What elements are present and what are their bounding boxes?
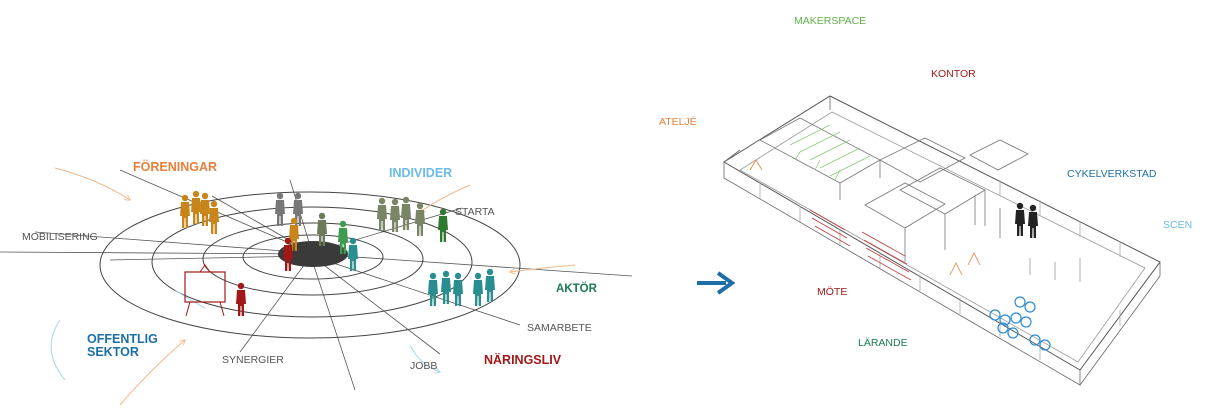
label-larande: LÄRANDE xyxy=(858,337,908,349)
aktor-people-icon xyxy=(428,268,495,306)
label-offentlig-sektor-line1: OFFENTLIG xyxy=(87,332,158,346)
starta-person-icon xyxy=(438,208,448,242)
label-atelje: ATELJÉ xyxy=(659,115,697,128)
label-starta: STARTA xyxy=(455,206,495,218)
right-labels: MAKERSPACE KONTOR ATELJÉ CYKELVERKSTAD S… xyxy=(659,15,1192,349)
label-makerspace: MAKERSPACE xyxy=(794,15,866,27)
label-scen: SCEN xyxy=(1163,219,1192,231)
label-samarbete: SAMARBETE xyxy=(527,322,592,334)
label-mote: MÖTE xyxy=(817,286,847,298)
label-aktor: AKTÖR xyxy=(556,282,598,295)
presenter-board-icon xyxy=(184,264,246,317)
concentric-rings xyxy=(99,191,521,339)
atelier-easels xyxy=(749,159,981,276)
stage-stands xyxy=(1029,258,1081,282)
left-network-diagram: FÖRENINGAR INDIVIDER AKTÖR OFFENTLIG SEK… xyxy=(0,159,633,406)
label-offentlig-sektor-line2: SEKTOR xyxy=(87,345,139,359)
interior-rooms xyxy=(759,117,1029,262)
label-naringsliv: NÄRINGSLIV xyxy=(484,352,562,367)
inflow-arrows xyxy=(50,167,576,406)
bicycle-icons xyxy=(989,296,1051,351)
stage-people-icon xyxy=(1015,202,1038,238)
label-cykelverkstad: CYKELVERKSTAD xyxy=(1067,168,1157,180)
label-foreningar: FÖRENINGAR xyxy=(133,159,217,174)
arrow-right-icon xyxy=(697,271,736,295)
label-kontor: KONTOR xyxy=(931,68,976,80)
label-mobilisering: MOBILISERING xyxy=(22,231,98,243)
label-individer: INDIVIDER xyxy=(389,166,452,180)
label-synergier: SYNERGIER xyxy=(222,354,284,366)
left-labels: FÖRENINGAR INDIVIDER AKTÖR OFFENTLIG SEK… xyxy=(22,159,598,372)
building-axonometric xyxy=(723,95,1161,386)
makerspace-workbenches xyxy=(789,124,871,181)
meeting-seating xyxy=(809,209,912,281)
label-jobb: JOBB xyxy=(410,360,437,372)
foreningar-people-icon xyxy=(180,190,219,234)
